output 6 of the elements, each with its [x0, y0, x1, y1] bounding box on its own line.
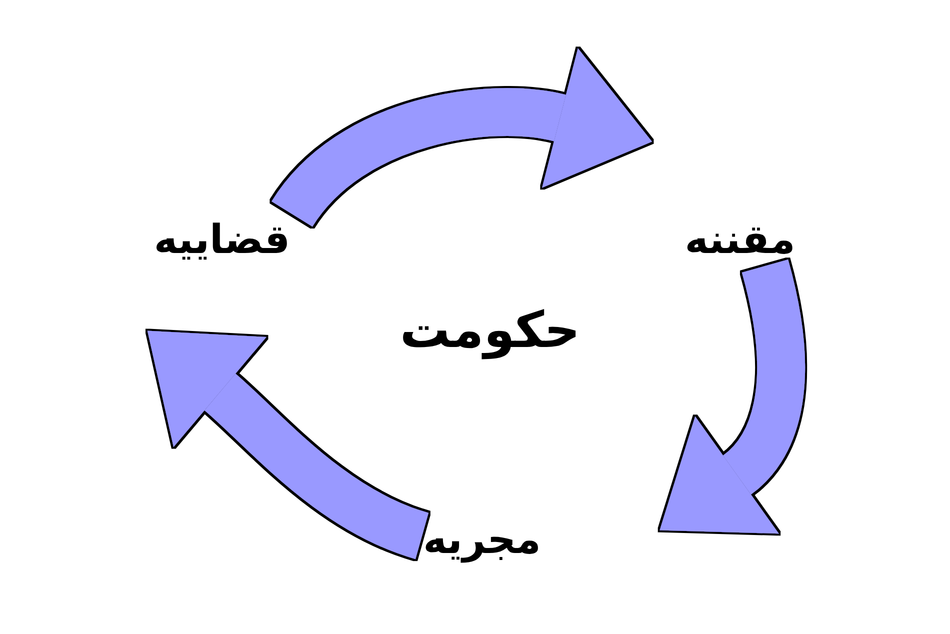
- block-arrow: [148, 329, 430, 559]
- branch-label: مجریه: [423, 517, 541, 563]
- block-arrow: [272, 47, 654, 228]
- branch-label: قضاییه: [154, 217, 290, 263]
- center-title: حکومت: [400, 301, 580, 359]
- branch-label: مقننه: [684, 217, 796, 263]
